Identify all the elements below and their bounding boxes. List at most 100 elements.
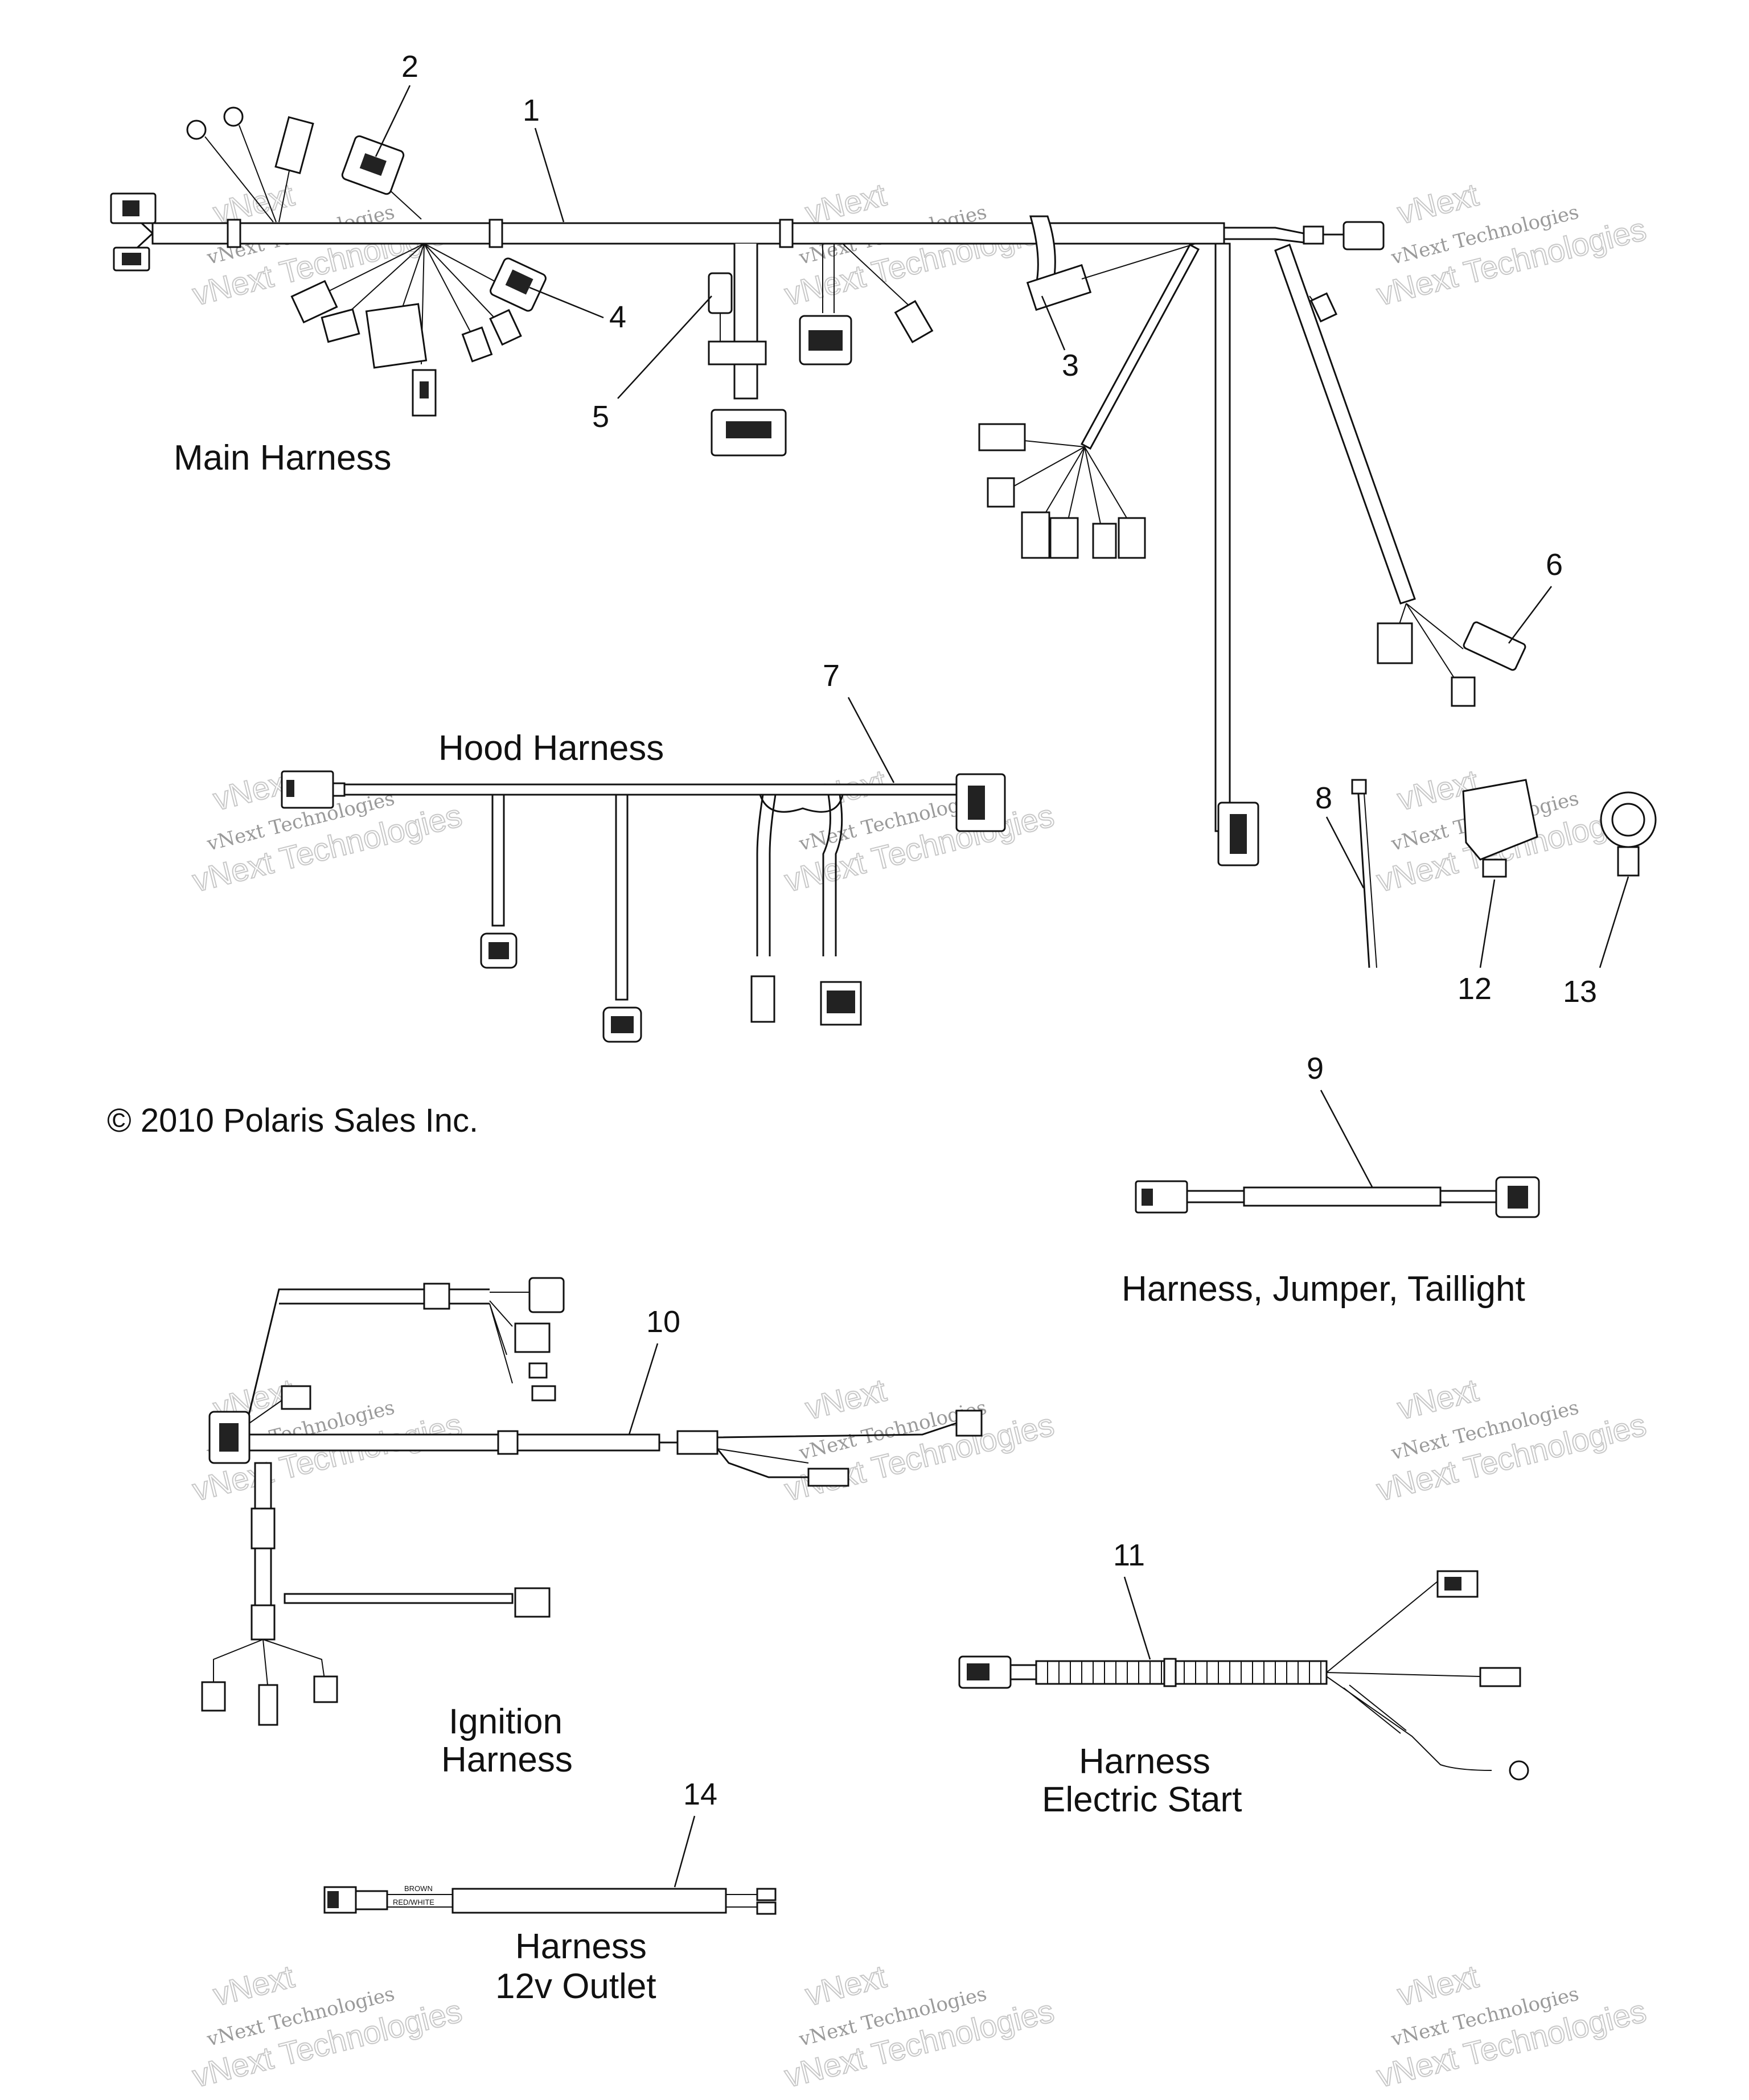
branch-wires xyxy=(1001,438,1131,536)
callout-leader xyxy=(674,1815,696,1888)
ignition-harness-branch xyxy=(284,1593,514,1604)
callout-leader xyxy=(1479,879,1496,968)
connector xyxy=(290,280,338,324)
main-harness-wire xyxy=(387,187,422,220)
taillight-harness-sleeve xyxy=(1243,1186,1442,1207)
connector xyxy=(750,975,775,1023)
callout-10: 10 xyxy=(646,1305,680,1339)
hood-harness: 7 Hood Harness xyxy=(281,659,1006,1043)
branch-wires xyxy=(318,243,502,365)
ignition-harness-title-line2: Harness xyxy=(441,1740,573,1780)
watermark-text: vNext xyxy=(1394,176,1482,231)
connector xyxy=(1118,517,1146,559)
connector xyxy=(955,1409,983,1437)
outlet-harness-title-line2: 12v Outlet xyxy=(495,1967,656,2006)
connector xyxy=(1451,676,1476,707)
wire-label-brown: BROWN xyxy=(404,1884,433,1893)
ring-terminal xyxy=(1509,1760,1529,1781)
connector xyxy=(1092,523,1117,559)
connector xyxy=(978,423,1026,451)
hood-harness-branch xyxy=(615,794,629,1001)
callout-13: 13 xyxy=(1563,975,1597,1009)
main-harness-branch xyxy=(1080,243,1200,450)
connector xyxy=(274,116,314,174)
watermark: vNext vNext Technologies vNext Technolog… xyxy=(1373,176,1650,313)
outlet-harness: BROWN RED/WHITE 14 Harness 12v Outlet xyxy=(323,1777,777,2006)
connector xyxy=(894,299,934,344)
callout-3: 3 xyxy=(1062,348,1079,383)
callout-leader xyxy=(847,697,895,783)
callout-leader xyxy=(1325,816,1365,889)
connector xyxy=(987,477,1015,508)
callout-leader xyxy=(628,1343,659,1435)
callout-6: 6 xyxy=(1546,548,1563,582)
hood-harness-branch xyxy=(756,794,777,956)
harness-clip xyxy=(488,219,503,248)
electric-start-title-line2: Electric Start xyxy=(1042,1780,1242,1819)
cable-tie xyxy=(1357,785,1370,968)
main-harness-trunk xyxy=(151,222,1225,245)
main-harness-branch xyxy=(733,244,758,400)
callout-4: 4 xyxy=(609,300,626,334)
connector xyxy=(1021,511,1050,559)
watermark-text: vNext xyxy=(1394,1958,1482,2013)
callout-12: 12 xyxy=(1458,972,1492,1006)
connector xyxy=(258,1684,278,1726)
main-harness-branch xyxy=(1214,243,1231,832)
ring-terminal xyxy=(223,106,244,127)
watermark: vNext vNext Technologies vNext Technolog… xyxy=(1373,1371,1650,1509)
electric-start-harness: 11 Harness Electric Start xyxy=(958,1538,1529,1819)
callout-9: 9 xyxy=(1307,1051,1324,1086)
spade-terminal xyxy=(1479,1667,1521,1687)
callout-1: 1 xyxy=(523,93,540,128)
callout-2: 2 xyxy=(401,50,418,84)
switch-bracket xyxy=(1462,779,1538,861)
hood-harness-title: Hood Harness xyxy=(438,729,664,768)
main-harness-branch xyxy=(1274,244,1416,605)
spade-terminal xyxy=(756,1901,777,1915)
connector xyxy=(1463,621,1526,671)
watermark-text: vNext xyxy=(802,1372,890,1427)
callout-5: 5 xyxy=(592,400,609,434)
callout-7: 7 xyxy=(823,659,840,693)
connector xyxy=(1303,225,1324,245)
small-parts: 8 12 13 xyxy=(1315,779,1657,1009)
watermark: vNext vNext Technologies vNext Technolog… xyxy=(1373,1958,1650,2095)
copyright-notice: © 2010 Polaris Sales Inc. xyxy=(107,1102,478,1139)
connector xyxy=(514,1587,551,1618)
connector xyxy=(1377,622,1413,664)
connector xyxy=(1309,292,1338,323)
callout-leader xyxy=(1320,1090,1373,1187)
outlet-harness-title-line1: Harness xyxy=(515,1927,647,1966)
callout-leader xyxy=(1123,1576,1151,1660)
watermark: vNext vNext Technologies vNext Technolog… xyxy=(188,1958,466,2095)
connector xyxy=(514,1322,551,1353)
callout-leader xyxy=(617,295,712,399)
connector xyxy=(708,272,733,314)
watermark-text: vNext xyxy=(1394,1372,1482,1427)
harness-clip xyxy=(227,219,241,248)
main-harness: 1 2 3 4 5 6 Main Harness xyxy=(110,50,1563,866)
hood-harness-branch xyxy=(491,794,505,927)
callout-leader xyxy=(1508,586,1552,644)
connector xyxy=(1342,221,1385,250)
ignition-harness-title-line1: Ignition xyxy=(449,1702,563,1741)
branch-wires xyxy=(822,244,835,313)
watermark-text: vNext xyxy=(210,1958,298,2013)
hood-harness-trunk xyxy=(343,783,963,796)
watermark-text: vNext xyxy=(802,1958,890,2013)
callout-leader xyxy=(529,286,604,319)
wire-label-red-white: RED/WHITE xyxy=(393,1898,434,1906)
main-harness-title: Main Harness xyxy=(174,438,391,478)
spade-terminal xyxy=(756,1888,777,1901)
connector xyxy=(1049,517,1079,559)
ignition-harness: 10 Ignition Harness xyxy=(201,1277,983,1780)
connector xyxy=(807,1468,849,1487)
ring-terminal xyxy=(186,120,207,140)
ignition-harness-trunk xyxy=(248,1433,660,1452)
connector xyxy=(201,1681,226,1712)
callout-leader xyxy=(1599,876,1629,968)
outlet-harness-sleeve xyxy=(451,1888,727,1914)
connector xyxy=(321,308,360,343)
callout-14: 14 xyxy=(683,1777,717,1811)
